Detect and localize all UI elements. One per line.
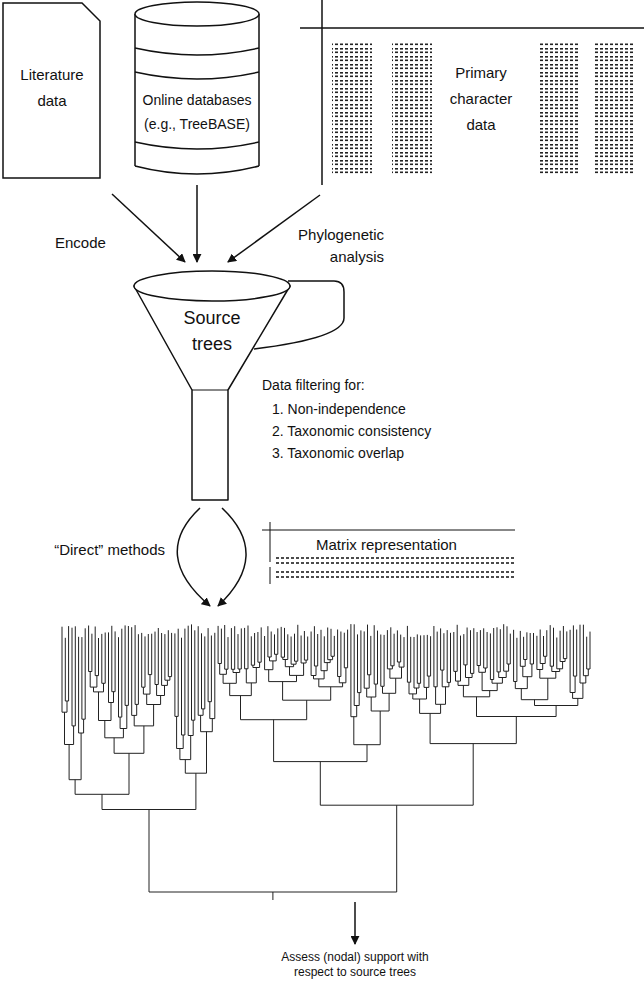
label-box: “Direct” methods bbox=[40, 540, 165, 560]
document-shape: Literature data bbox=[2, 0, 102, 180]
label-box: Matrix representation bbox=[316, 536, 512, 554]
node-label: Primary character data bbox=[441, 60, 521, 138]
matrix-icon bbox=[262, 522, 515, 584]
database-cylinder-outline bbox=[132, 0, 262, 180]
character-matrix: Primary character data bbox=[300, 0, 644, 185]
outcome-note: Assess (nodal) support with respect to s… bbox=[270, 950, 440, 980]
note-heading: Data filtering for: bbox=[262, 376, 462, 394]
note-item: 3. Taxonomic overlap bbox=[272, 444, 472, 462]
note-item: 2. Taxonomic consistency bbox=[272, 422, 472, 440]
flow-arrow bbox=[196, 185, 198, 262]
assess-arrow bbox=[354, 902, 356, 944]
label-box: 2. Taxonomic consistency bbox=[272, 422, 472, 440]
edge-label: Phylogenetic analysis bbox=[288, 224, 384, 268]
node-label: Online databases (e.g., TreeBASE) bbox=[139, 88, 255, 136]
flow-arrow bbox=[112, 194, 185, 262]
method-label: Matrix representation bbox=[316, 536, 512, 554]
matrix-arrow bbox=[218, 508, 246, 606]
database-cylinder: Online databases (e.g., TreeBASE) bbox=[132, 0, 262, 180]
edge-label: Encode bbox=[55, 233, 125, 253]
label-box: 3. Taxonomic overlap bbox=[272, 444, 472, 462]
node-label: Source trees bbox=[172, 305, 252, 357]
direct-arrow bbox=[177, 508, 210, 606]
label-box: Data filtering for: bbox=[262, 376, 462, 394]
method-label: “Direct” methods bbox=[40, 540, 165, 560]
node-label: Literature data bbox=[8, 62, 96, 114]
edge-label-box: Phylogenetic analysis bbox=[288, 224, 384, 268]
edge-label-box: Encode bbox=[55, 233, 125, 253]
label-box: Assess (nodal) support with respect to s… bbox=[270, 950, 440, 980]
note-item: 1. Non-independence bbox=[272, 400, 472, 418]
supertree bbox=[62, 624, 590, 900]
document-shape-outline bbox=[2, 0, 102, 180]
label-box: 1. Non-independence bbox=[272, 400, 472, 418]
